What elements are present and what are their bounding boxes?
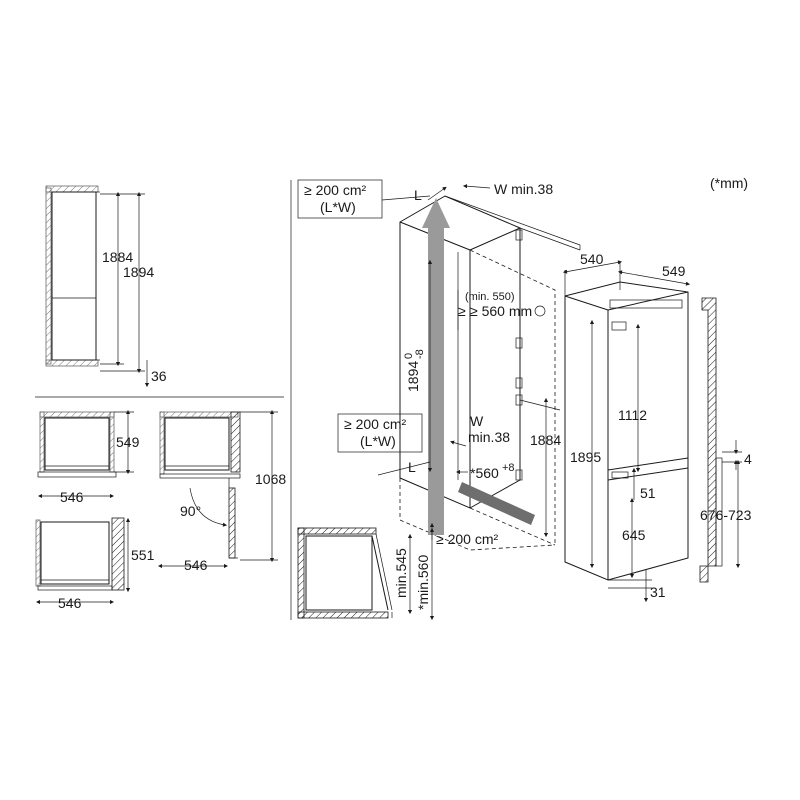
dim-546-a: 546 [60,489,84,505]
top-view-2-body [40,521,110,585]
dim-560-tol-sup: +8 [502,462,515,474]
vent-bottom-label: ≥ 200 cm² [436,531,498,547]
vent-top-box [297,179,383,219]
label-w-mid: W [470,413,484,429]
units-note: (*mm) [710,175,748,191]
side-section-view: min.545 *min.560 [297,527,435,621]
top-view-2: 551 546 [35,517,155,611]
niche-perspective-view: ≥ 200 cm² (L*W) L W min.38 1894 0 -8 (mi… [297,179,581,551]
vent-mid-sub: (L*W) [360,433,396,449]
dim-min545: min.545 [393,548,409,598]
vent-mid-label: ≥ 200 cm² [344,416,406,432]
side-section-door [371,535,389,611]
dim-560-tol: *560 [470,465,499,481]
dim-31: 31 [650,584,666,600]
label-w-mid-min: min.38 [468,429,510,445]
door-rail [699,297,717,583]
top-view-1-body [44,417,110,471]
appliance-view: 540 549 1895 1112 51 645 31 [562,251,691,603]
label-w-top: W min.38 [494,181,553,197]
vent-top-label: ≥ 200 cm² [304,182,366,198]
airflow-up-arrow [422,198,450,535]
door-swing-view: 90° 1068 546 [157,409,286,573]
dim-549: 549 [116,434,140,450]
side-appliance-body [51,191,97,361]
top-view-1: 549 546 [37,409,140,505]
dim-niche-tol-up: 0 [403,353,415,359]
dim-560mm: ≥ 560 mm [470,303,532,319]
dim-1895: 1895 [570,449,601,465]
label-l-mid: L [408,459,416,475]
dim-niche-tol-dn: -8 [414,349,426,359]
side-elevation-view: 1884 1894 36 [45,185,167,388]
ge-symbol: ≥ [458,303,466,319]
dim-4: 4 [744,451,752,467]
vent-top-sub: (L*W) [320,199,356,215]
dim-546-b: 546 [184,557,208,573]
side-cabinet-bottom [45,359,99,367]
opened-door [228,487,236,559]
dim-1112: 1112 [618,407,647,423]
door-rail-view: 4 676-723 [699,297,752,583]
side-cabinet-wall [45,187,52,365]
side-cabinet-top [45,185,99,193]
dim-niche-1884: 1884 [530,432,561,448]
airflow-in-arrow [458,482,535,525]
dim-niche-1894: 1894 [405,361,421,392]
door-angle: 90° [180,503,201,519]
dim-36: 36 [151,368,167,384]
vent-mid-box [337,413,423,453]
dim-51: 51 [640,485,656,501]
dim-540: 540 [580,251,604,267]
dim-549b: 549 [662,263,686,279]
dim-645: 645 [622,527,646,543]
dim-546-c: 546 [58,595,82,611]
door-swing-body [164,417,230,471]
dim-551: 551 [131,547,155,563]
label-l-top: L [414,187,422,203]
dim-min560: *min.560 [415,555,431,610]
side-section-body [305,535,373,611]
dim-min550: (min. 550) [465,291,515,303]
dim-1068: 1068 [255,471,286,487]
smile-icon [534,305,546,317]
dim-1894: 1894 [123,264,154,280]
dim-676-723: 676-723 [700,507,752,523]
dim-1884: 1884 [102,249,133,265]
